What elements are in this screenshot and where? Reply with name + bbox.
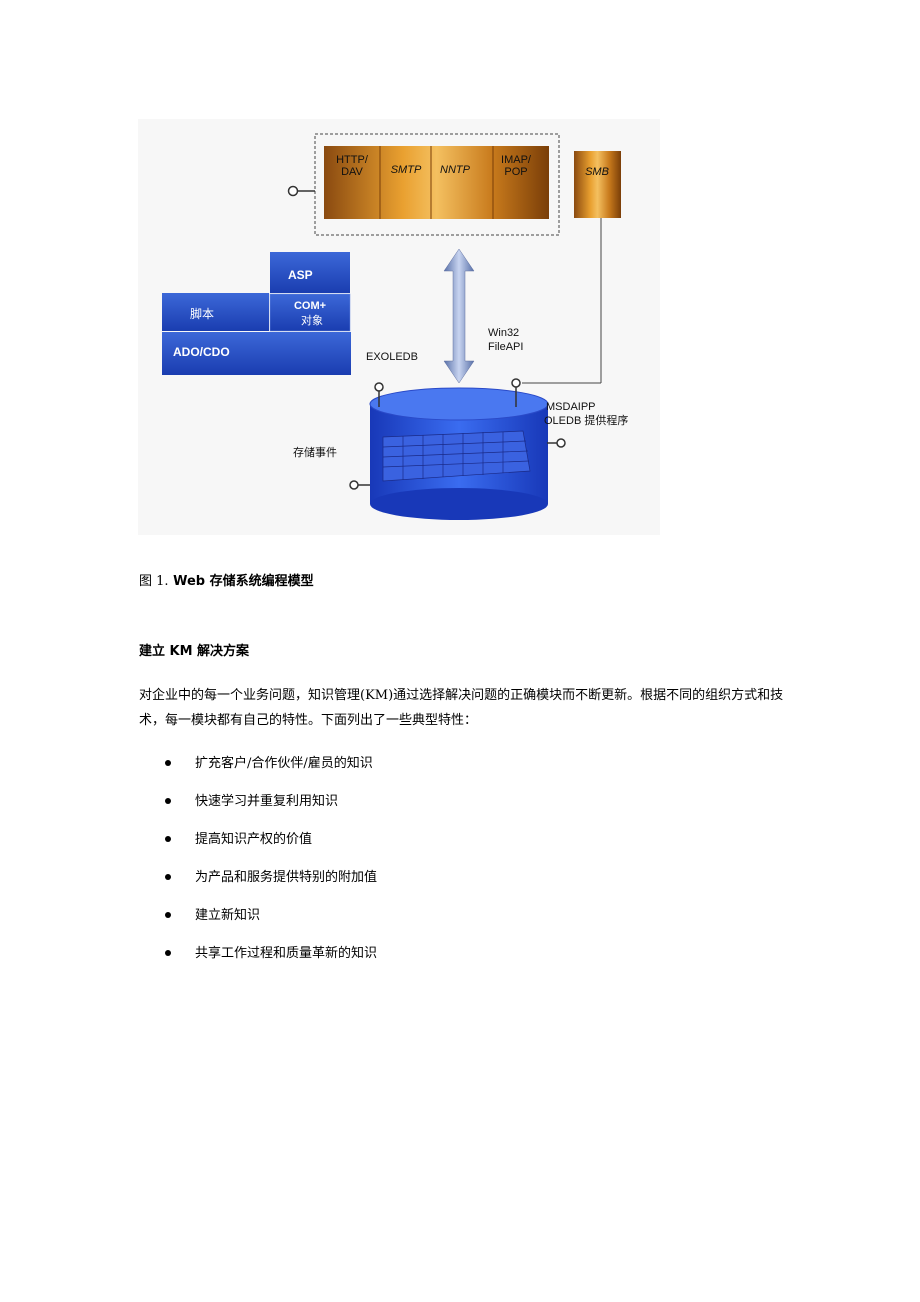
double-arrow-icon (443, 248, 475, 384)
connector-pin-icon (287, 185, 299, 197)
exoledb-pin-icon (374, 382, 384, 392)
list-item-text: 为产品和服务提供特别的附加值 (195, 870, 378, 885)
bullet-icon (165, 836, 171, 842)
fileapi-label: FileAPI (488, 341, 523, 353)
store-event-pin-icon (349, 480, 359, 490)
web-storage-diagram: HTTP/DAV SMTP NNTP IMAP/POP SMB ASP COM+… (138, 119, 660, 535)
list-item: 为产品和服务提供特别的附加值 (165, 868, 377, 906)
list-item: 扩充客户/合作伙伴/雇员的知识 (165, 754, 377, 792)
list-item-text: 扩充客户/合作伙伴/雇员的知识 (195, 756, 373, 771)
protocol-label-imap: IMAP/POP (501, 154, 532, 178)
figure-caption: 图 1. Web 存储系统编程模型 (139, 570, 314, 589)
bullet-icon (165, 760, 171, 766)
list-item-text: 建立新知识 (195, 908, 261, 923)
protocol-label-smtp: SMTP (391, 164, 422, 176)
ado-block (162, 332, 351, 375)
com-block (269, 293, 351, 332)
exoledb-label: EXOLEDB (366, 351, 418, 363)
smb-block (574, 151, 621, 218)
protocol-label-nntp: NNTP (440, 164, 471, 176)
asp-block (270, 252, 350, 293)
protocol-group-frame (314, 133, 560, 236)
caption-text: Web 存储系统编程模型 (173, 574, 314, 589)
script-label: 脚本 (190, 306, 214, 321)
section-heading: 建立 KM 解决方案 (139, 644, 250, 659)
protocol-block-http (324, 146, 549, 219)
com-label: COM+ (294, 300, 326, 312)
list-item-text: 提高知识产权的价值 (195, 832, 313, 847)
bullet-icon (165, 912, 171, 918)
asp-label: ASP (288, 268, 313, 282)
bullet-icon (165, 950, 171, 956)
list-item-text: 快速学习并重复利用知识 (195, 794, 339, 809)
list-item: 共享工作过程和质量革新的知识 (165, 944, 377, 982)
msdaipp-pin-icon (556, 438, 566, 448)
storage-grid (382, 430, 531, 482)
body-paragraph: 对企业中的每一个业务问题，知识管理(KM)通过选择解决问题的正确模块而不断更新。… (139, 688, 784, 728)
com-sub-label: 对象 (301, 313, 323, 327)
bullet-icon (165, 798, 171, 804)
script-block (162, 293, 269, 331)
bullet-icon (165, 874, 171, 880)
list-item: 提高知识产权的价值 (165, 830, 377, 868)
store-events-label: 存储事件 (293, 445, 337, 459)
protocol-label-http: HTTP/DAV (336, 154, 369, 178)
oledb-label: OLEDB 提供程序 (544, 413, 628, 427)
caption-prefix: 图 1. (139, 574, 169, 589)
win32-pin-icon (511, 378, 521, 388)
feature-list: 扩充客户/合作伙伴/雇员的知识 快速学习并重复利用知识 提高知识产权的价值 为产… (165, 754, 377, 982)
smb-label: SMB (585, 166, 609, 178)
win32-label: Win32 (488, 327, 519, 339)
ado-label: ADO/CDO (173, 345, 230, 359)
list-item: 快速学习并重复利用知识 (165, 792, 377, 830)
list-item-text: 共享工作过程和质量革新的知识 (195, 946, 378, 961)
list-item: 建立新知识 (165, 906, 377, 944)
msdaipp-label: MSDAIPP (546, 401, 596, 413)
